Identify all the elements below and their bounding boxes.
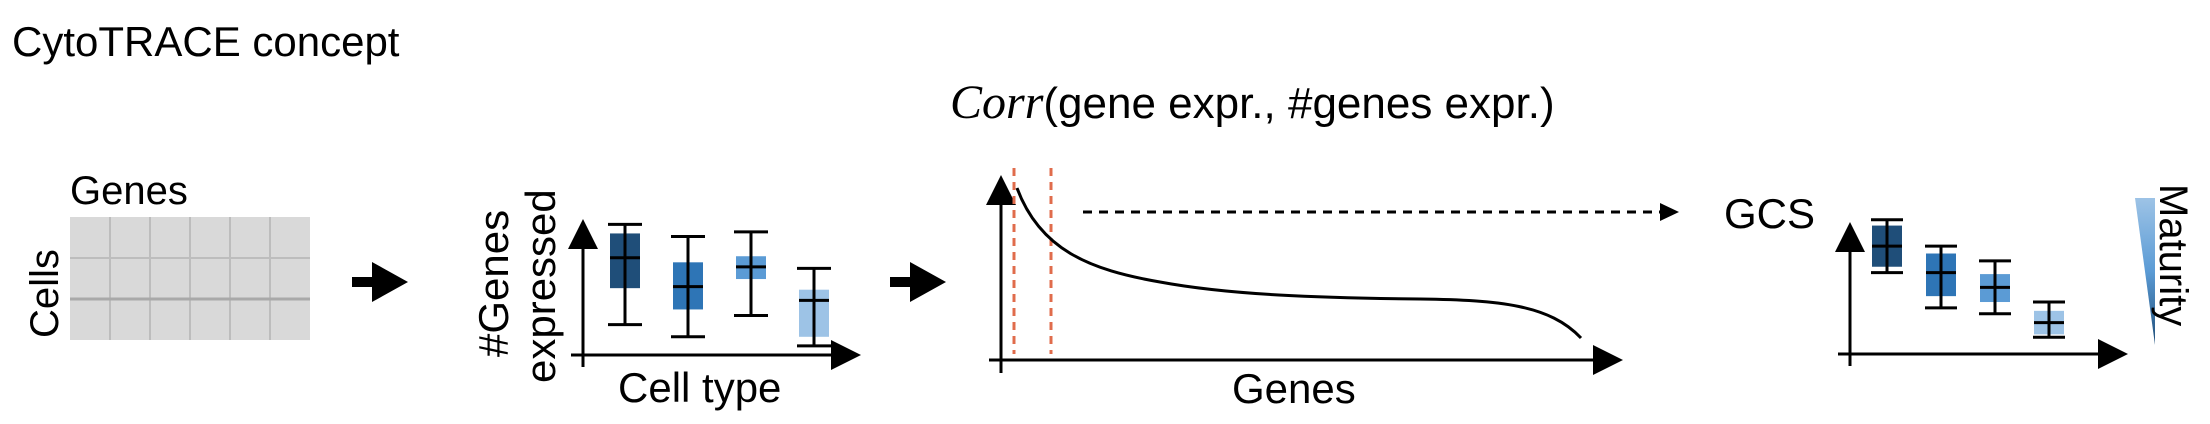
y-axis-label-line1: #Genes [470,210,517,357]
boxplot-group [608,222,831,348]
maturity-label: Maturity [2151,184,2195,326]
box-cell-type-2 [1925,244,1957,310]
panel-gcs: GCS Maturity [1724,184,2195,369]
box-cell-type-2 [671,234,705,339]
flow-arrow-1 [352,262,408,302]
formula-corr: Corr [950,76,1044,129]
correlation-curve [1015,187,1583,340]
formula-args: (gene expr., #genes expr.) [1043,79,1554,128]
box-cell-type-4 [797,266,831,348]
genes-column-label: Genes [70,169,188,213]
box-cell-type-1 [608,222,642,327]
matrix-grid [70,217,310,340]
cells-row-label: Cells [23,249,67,338]
box-cell-type-4 [2033,300,2065,339]
boxplot-group [1871,218,2065,339]
y-axis-label-line2: expressed [517,189,564,383]
x-axis-label: Cell type [618,364,781,411]
correlation-formula: Corr(gene expr., #genes expr.) [950,76,1555,129]
dashed-arrow-head [1660,203,1679,221]
x-axis-label: Genes [1232,365,1356,412]
panel-correlation: Corr(gene expr., #genes expr.) Genes [950,76,1679,412]
flow-arrow-2 [890,262,946,302]
panel-genes-expressed: #Genes expressed Cell type [470,189,861,411]
box-cell-type-1 [1871,218,1903,275]
diagram-title: CytoTRACE concept [12,18,400,65]
box-cell-type-3 [1979,259,2011,316]
gene-cell-matrix: Genes Cells [23,169,310,340]
maturity-gradient-wedge [2135,198,2155,345]
box-cell-type-3 [734,230,768,318]
gcs-label: GCS [1724,190,1815,237]
